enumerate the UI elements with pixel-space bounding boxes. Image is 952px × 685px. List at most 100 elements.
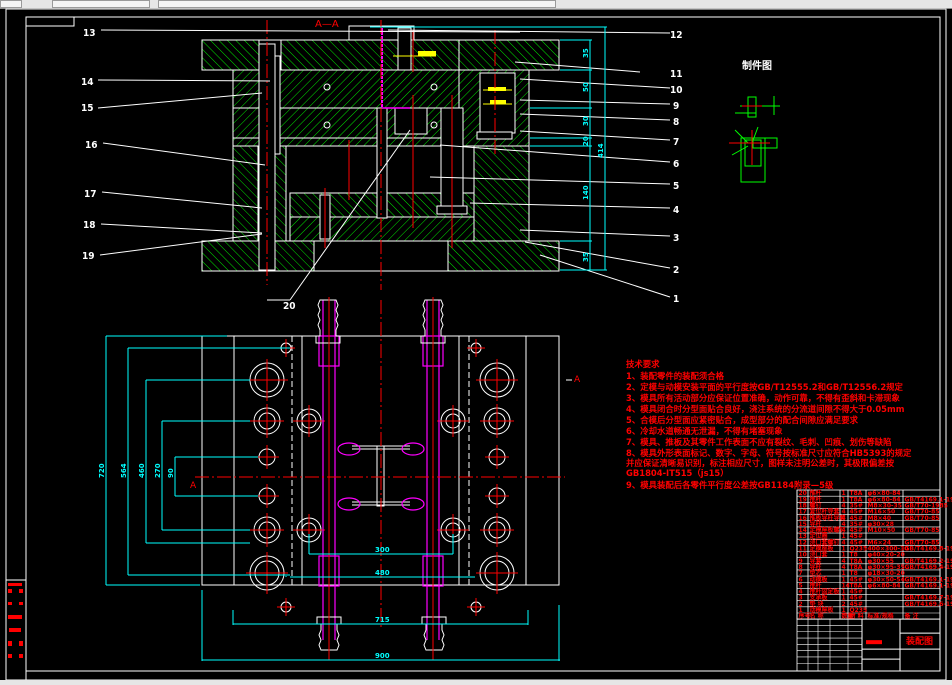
bom-row-name: 浇口套螺钉 [810, 538, 840, 546]
bom-row-no: 17 [799, 509, 807, 516]
bom-row-qty: 1 [842, 533, 846, 540]
bom-row-spec: φ6×80-84 [868, 496, 901, 503]
bom-row-qty: 4 [842, 558, 846, 565]
bom-row-mat: T8A [850, 564, 863, 571]
bom-row-no: 13 [799, 533, 807, 540]
part-number-10: 10 [670, 85, 683, 96]
bom-row-qty: 1 [842, 607, 846, 614]
part-number-2: 2 [673, 265, 679, 276]
tech-req-item: 8、模具外形表面标记、数字、字母、符号按标准尺寸应符合HB5393的规定 [626, 448, 912, 458]
tech-req-item: GB1804-IT515（js15） [626, 468, 729, 478]
tech-req-item: 1、装配零件的装配须合格 [626, 371, 725, 381]
dim-v-4: 20 [582, 136, 590, 146]
bom-header-spec: 标准/规格 [867, 612, 895, 620]
bom-row-qty: 1 [842, 552, 846, 559]
bom-row-note: GB/T4169.8-1984 [905, 546, 952, 553]
dim-plan-270: 270 [154, 463, 162, 478]
bom-row-note: GB/T4169.1-1984 [905, 576, 952, 583]
bom-row-no: 7 [799, 570, 803, 577]
tech-req-title: 技术要求 [626, 359, 660, 369]
bom-row-note: GB/T4169.1-1984 [905, 582, 952, 589]
bom-row-spec: M8×30-35 [868, 502, 902, 509]
spacer-block-left [232, 145, 259, 242]
bom-row-mat: Q235 [850, 607, 868, 614]
bom-row-no: 1 [799, 607, 803, 614]
bom-row-spec: M8×40 [868, 515, 892, 522]
part-number-19: 19 [82, 251, 95, 262]
bom-row-spec: φ40×20-20 [868, 552, 905, 559]
bom-row-mat: 45# [850, 576, 863, 583]
dim-plan-90: 90 [167, 468, 175, 478]
screw-marks [323, 83, 438, 129]
bom-row-no: 3 [799, 595, 803, 602]
toolbar-field-2[interactable] [52, 0, 150, 8]
leader-lines [97, 29, 671, 301]
bom-row-spec: M10×50 [868, 527, 896, 534]
bom-row-name: 推杆固定板 [810, 588, 841, 596]
tech-req-item: 6、冷却水道畅通无泄漏，不得有堵塞现象 [626, 426, 783, 436]
bom-row-qty: 4 [842, 527, 846, 534]
status-bar [0, 680, 952, 685]
bom-row-note: GB/T70-85 [905, 527, 940, 534]
bom-row-qty: 4 [842, 515, 846, 522]
tech-req-item: 9、模具装配后各零件平行度公差按GB1184附录—5级 [626, 480, 834, 490]
dim-plan-480: 480 [375, 569, 390, 577]
bom-row-note: GB/T70-1985 [905, 502, 948, 509]
bom-row-spec: φ30×28 [868, 521, 894, 528]
bom-row-no: 14 [799, 527, 807, 534]
dim-v-2: 50 [582, 82, 590, 92]
bom-row-name: 推杆 [810, 581, 822, 589]
part-number-16: 16 [85, 140, 98, 151]
bom-row-no: 16 [799, 515, 807, 522]
bom-row-name: 定模座板 [809, 545, 835, 553]
bom-row-spec: M6×24 [868, 539, 892, 546]
bom-row-mat: T8A [850, 490, 863, 497]
bom-row-name: 导柱 [810, 563, 822, 571]
dim-plan-460: 460 [138, 463, 146, 478]
bom-row-mat: T8A [850, 496, 863, 503]
bom-row-spec: φ6×80-84 [868, 582, 901, 589]
cooling-channels [318, 300, 444, 640]
bom-row-note: GB/T70-85 [905, 509, 940, 516]
section-view: 13 14 15 16 17 18 19 12 11 10 9 8 7 6 5 … [81, 19, 683, 312]
bom-row-no: 4 [799, 589, 803, 596]
bom-header-no: 序号 [798, 612, 811, 620]
bom-row-qty: 1 [842, 496, 846, 503]
bom-row-mat: T8A [850, 582, 863, 589]
bom-row-qty: 1 [842, 595, 846, 602]
tech-req-item: 3、模具所有活动部分应保证位置准确，动作可靠，不得有歪斜和卡滞现象 [626, 393, 900, 403]
dim-v-5: 140 [582, 185, 590, 200]
toolbar-field-1[interactable] [0, 0, 22, 8]
bom-row-mat: 45# [850, 527, 863, 534]
part-number-9: 9 [673, 101, 679, 112]
sprue-puller [376, 107, 388, 219]
dim-plan-900: 900 [375, 652, 390, 660]
bom-row-no: 8 [799, 564, 803, 571]
dim-v-1: 35 [582, 48, 590, 58]
plan-centerlines [195, 297, 565, 660]
bom-row-name: 螺钉 [810, 501, 822, 509]
plan-dimensions [105, 335, 560, 661]
bom-row-no: 2 [799, 601, 803, 608]
bom-row-name: 推杆 [810, 495, 822, 503]
bom-header-qty: 数量 [842, 612, 854, 620]
bom-row-name: 定位圈 [809, 532, 828, 540]
bom-row-spec: φ30×95-35 [868, 564, 905, 571]
spacer-block-right [473, 145, 530, 242]
part-number-1: 1 [673, 294, 679, 305]
bom-row-no: 11 [799, 546, 807, 553]
bom-row-spec: φ30×50-54 [868, 576, 905, 583]
bom-row-note: GB/T4169.1-1984 [905, 496, 952, 503]
bom-row-qty: 1 [842, 576, 846, 583]
drawing-number-box [25, 16, 75, 27]
bom-row-spec: 400×300-30 [868, 546, 909, 553]
bom-row-name: 导柱 [810, 520, 822, 528]
toolbar-field-3[interactable] [158, 0, 556, 8]
bom-row-note: GB/T70-85 [905, 515, 940, 522]
bom-row-no: 6 [799, 576, 803, 583]
part-number-17: 17 [84, 189, 97, 200]
part-number-18: 18 [83, 220, 96, 231]
bom-row-name: 型芯 [810, 569, 822, 577]
